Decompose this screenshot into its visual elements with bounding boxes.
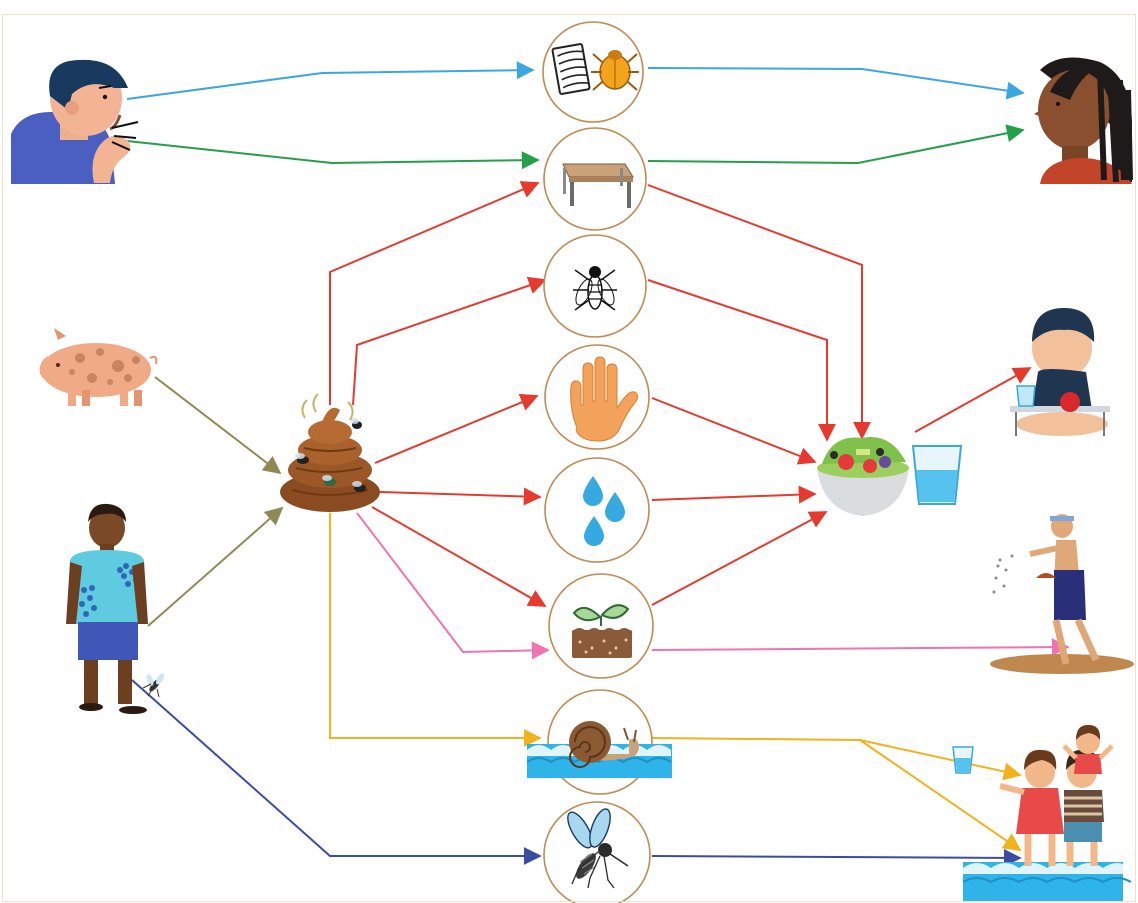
arrow-water-to-food xyxy=(651,485,817,504)
arrow-fly-to-food xyxy=(647,279,836,442)
arrow-snail-to-children-water xyxy=(859,739,1022,852)
arrow-person-to-feces xyxy=(147,506,284,627)
salad-and-water-glass-icon xyxy=(817,437,963,516)
table-surface-icon xyxy=(562,163,634,208)
infected-person-icon xyxy=(66,503,148,714)
arrow-pig-to-feces xyxy=(154,376,282,475)
arrow-feces-to-hand xyxy=(374,393,539,464)
arrow-feces-to-water xyxy=(379,487,542,506)
arrow-person-to-mosquito xyxy=(131,679,542,865)
housefly-icon xyxy=(573,266,617,311)
arrow-feces-to-snail xyxy=(329,513,542,747)
coughing-person-icon xyxy=(11,59,139,184)
pig-icon xyxy=(39,328,158,406)
water-drops-icon xyxy=(583,476,625,546)
children-wading-icon xyxy=(952,724,1132,902)
arrow-hand-to-food xyxy=(651,397,817,465)
arrow-bedding-to-woman xyxy=(647,67,1025,100)
mosquito-icon xyxy=(567,808,629,889)
bedding-and-mite-icon xyxy=(551,43,639,95)
arrow-feces-to-fly xyxy=(352,276,547,406)
transmission-arrows xyxy=(126,61,1070,867)
arrow-food-to-child xyxy=(914,367,1032,433)
small-mosquito-icon xyxy=(142,673,164,698)
water-drops-circle xyxy=(544,457,650,563)
arrow-table-to-food xyxy=(647,184,871,440)
arrow-table-to-woman xyxy=(647,124,1025,165)
arrow-soil-to-food xyxy=(651,511,828,606)
arrow-cough-to-bedding xyxy=(126,61,535,100)
farmer-sowing-icon xyxy=(990,514,1134,674)
soil-seedling-icon xyxy=(572,604,632,658)
arrow-mosquito-to-children xyxy=(651,848,1022,867)
feces-with-flies-icon xyxy=(280,393,380,512)
arrow-feces-to-soil xyxy=(371,506,547,607)
woman-profile-icon xyxy=(1034,57,1133,184)
arrow-feces-to-table xyxy=(329,181,540,405)
arrow-soil-to-farmer xyxy=(651,638,1070,657)
arrow-feces-to-soil-path xyxy=(356,512,550,660)
hand-icon xyxy=(570,356,639,442)
arrow-cough-to-table xyxy=(126,140,540,170)
child-eating-icon xyxy=(1010,308,1110,436)
fly-on-feces-icon xyxy=(295,418,366,492)
snail-in-water-icon xyxy=(526,721,672,778)
